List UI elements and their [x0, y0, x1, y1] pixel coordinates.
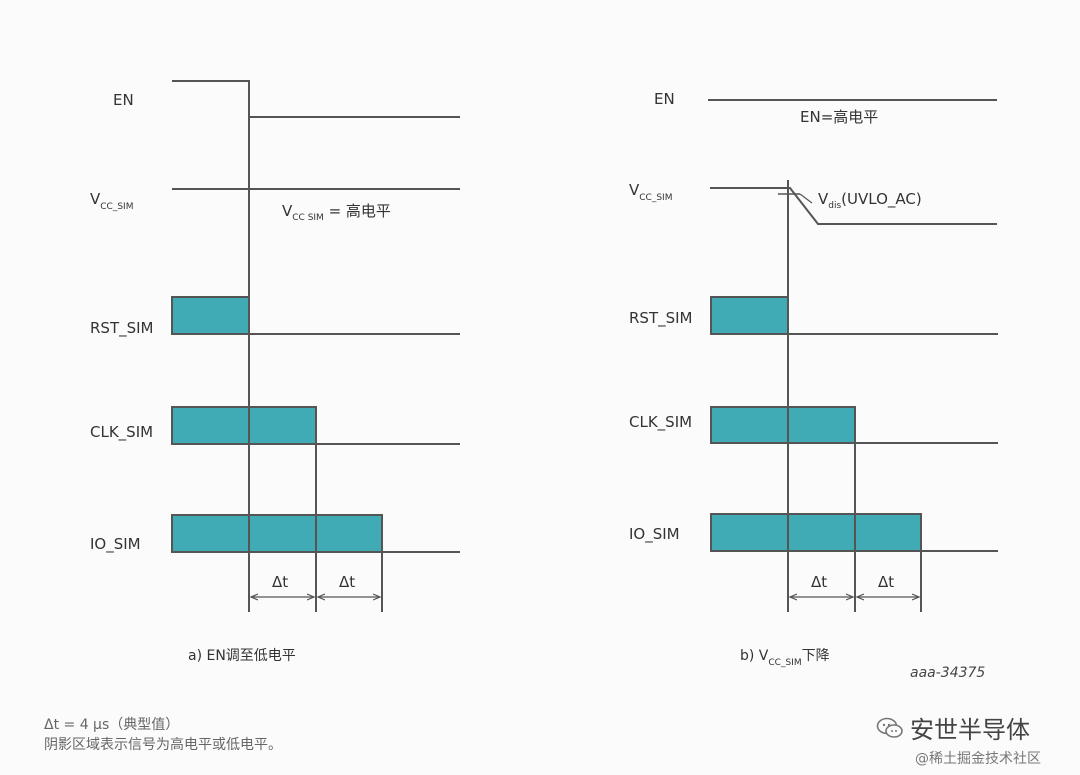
- delta-t-note: Δt = 4 µs（典型值）: [44, 717, 180, 733]
- io-shaded-region: [710, 513, 922, 552]
- vcc-label: VCC_SIM: [90, 190, 133, 212]
- en-high-note: EN=高电平: [800, 108, 878, 126]
- wechat-icon: [876, 717, 903, 738]
- rst-label: RST_SIM: [90, 319, 154, 338]
- clk-shaded-region: [171, 406, 317, 445]
- vdis-label: Vdis(UVLO_AC): [818, 190, 922, 211]
- io-label: IO_SIM: [629, 525, 680, 544]
- clk-label: CLK_SIM: [90, 423, 153, 442]
- right-panel: EN VCC_SIM RST_SIM CLK_SIM IO_SIM EN=高电平…: [629, 90, 998, 681]
- vdis-pointer: [799, 193, 813, 204]
- en-waveform: [172, 80, 460, 118]
- dt1-label: Δt: [811, 573, 827, 591]
- watermark-community: @稀土掘金技术社区: [915, 751, 1041, 767]
- figure-reference: aaa-34375: [910, 665, 985, 681]
- right-caption: b) VCC_SIM下降: [740, 648, 830, 668]
- en-label: EN: [113, 91, 134, 109]
- watermark-brand-text: 安世半导体: [910, 716, 1030, 744]
- en-label: EN: [654, 90, 675, 108]
- io-shaded-region: [171, 514, 383, 553]
- dt2-label: Δt: [878, 573, 894, 591]
- vcc-high-note: VCC SIM = 高电平: [282, 202, 391, 223]
- rst-shaded-region: [710, 296, 789, 335]
- rst-label: RST_SIM: [629, 309, 693, 328]
- watermark-brand: 安世半导体: [876, 710, 1030, 745]
- left-panel: EN VCC_SIM RST_SIM CLK_SIM IO_SIM VCC SI…: [90, 80, 460, 664]
- rst-shaded-region: [171, 296, 250, 335]
- left-caption: a) EN调至低电平: [188, 648, 296, 664]
- vcc-waveform: [710, 187, 997, 225]
- shading-note: 阴影区域表示信号为高电平或低电平。: [44, 737, 282, 753]
- io-label: IO_SIM: [90, 535, 141, 554]
- dt2-label: Δt: [339, 573, 355, 591]
- clk-label: CLK_SIM: [629, 413, 692, 432]
- dt1-label: Δt: [272, 573, 288, 591]
- vcc-label: VCC_SIM: [629, 181, 672, 203]
- clk-shaded-region: [710, 406, 856, 444]
